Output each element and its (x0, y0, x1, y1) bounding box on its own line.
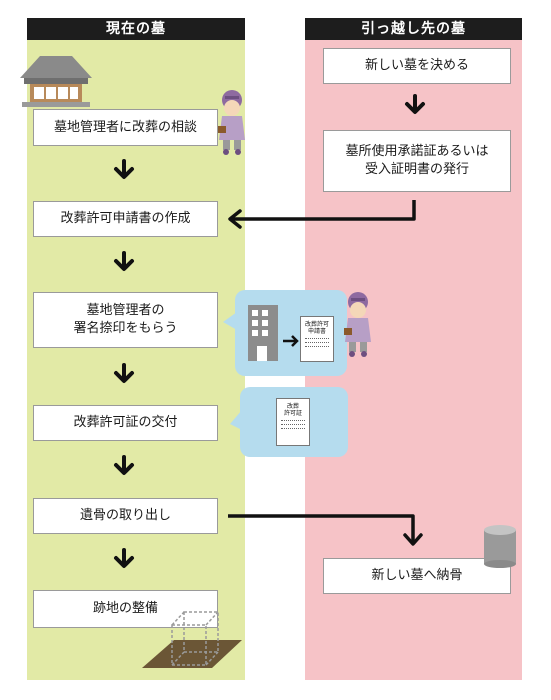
step-consult-manager-label: 墓地管理者に改葬の相談 (53, 119, 197, 135)
application-document-title-2: 申請書 (307, 328, 326, 335)
step-inter-remains-label: 新しい墓へ納骨 (371, 568, 463, 583)
new-grave-header: 引っ越し先の墓 (305, 18, 522, 40)
step-remove-remains: 遺骨の取り出し (33, 498, 218, 534)
step-permit-issued-label: 改葬許可証の交付 (73, 415, 178, 430)
step-get-signature-label-2: 署名捺印をもらう (73, 321, 178, 336)
step-issue-certificate-label-1: 墓所使用承諾証あるいは (345, 144, 489, 159)
step-get-signature-label-1: 墓地管理者の (86, 303, 165, 318)
current-grave-header: 現在の墓 (27, 18, 245, 40)
application-document: 改葬許可 申請書 (300, 316, 334, 362)
step-get-signature: 墓地管理者の 署名捺印をもらう (33, 292, 218, 348)
step-issue-certificate-label-2: 受入証明書の発行 (364, 162, 469, 177)
step-create-application-label: 改葬許可申請書の作成 (60, 211, 191, 226)
step-permit-issued: 改葬許可証の交付 (33, 405, 218, 441)
permit-document-title-2: 許可証 (283, 410, 302, 417)
step-create-application: 改葬許可申請書の作成 (33, 201, 218, 237)
step-consult-manager: 墓地管理者に改葬の相談 (33, 109, 218, 146)
step-restore-site-label: 跡地の整備 (92, 601, 158, 616)
step-decide-new-grave: 新しい墓を決める (323, 48, 511, 84)
step-remove-remains-label: 遺骨の取り出し (79, 508, 171, 523)
step-issue-certificate: 墓所使用承諾証あるいは 受入証明書の発行 (323, 130, 511, 192)
permit-document-title-1: 改葬 (286, 403, 299, 410)
step-inter-remains: 新しい墓へ納骨 (323, 558, 511, 594)
application-document-title-1: 改葬許可 (304, 321, 329, 328)
permit-document: 改葬 許可証 (276, 398, 310, 446)
step-decide-new-grave-label: 新しい墓を決める (364, 58, 469, 73)
step-restore-site: 跡地の整備 (33, 590, 218, 628)
